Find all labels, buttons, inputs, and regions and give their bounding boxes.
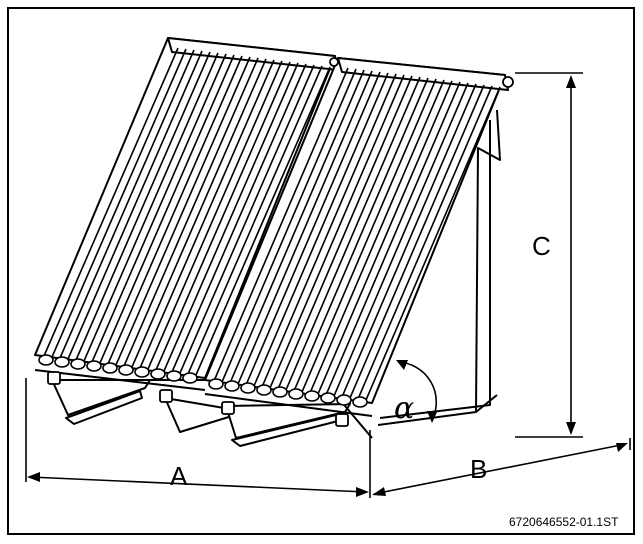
dimension-arrowheads bbox=[27, 75, 628, 497]
angle-alpha-label: α bbox=[394, 391, 414, 426]
figure-reference: 6720646552-01.1ST bbox=[509, 515, 619, 529]
dimension-lines bbox=[25, 72, 631, 498]
dimension-a-label: A bbox=[170, 461, 188, 491]
collector-panel-right bbox=[204, 57, 509, 417]
collector-panel-left bbox=[34, 37, 339, 391]
mounting-clamps bbox=[47, 57, 514, 427]
dimension-c-label: C bbox=[532, 231, 551, 261]
rear-support-frame bbox=[377, 109, 501, 426]
dimension-b-label: B bbox=[470, 454, 487, 484]
